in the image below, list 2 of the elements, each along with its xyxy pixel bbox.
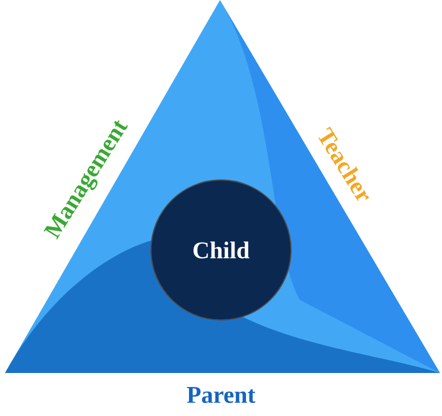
circle-node: Child: [150, 179, 292, 321]
side-label: Parent: [186, 387, 256, 403]
